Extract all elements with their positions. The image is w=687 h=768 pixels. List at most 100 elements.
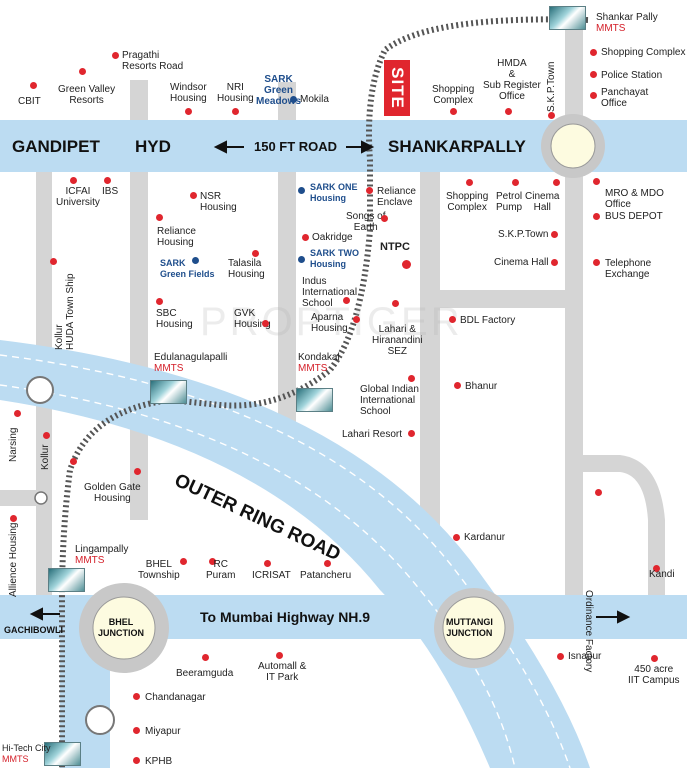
marker-kollur[interactable] bbox=[43, 432, 50, 439]
marker-reliance-housing[interactable] bbox=[156, 214, 163, 221]
place-automall: Automall &IT Park bbox=[258, 661, 307, 683]
marker-shopping-complex-n[interactable] bbox=[450, 108, 457, 115]
place-cinema-hall-s: Cinema Hall bbox=[494, 257, 549, 268]
place-alliance: Allience Housing bbox=[8, 522, 19, 598]
place-lahari-resort: Lahari Resort bbox=[342, 429, 403, 440]
marker-nri[interactable] bbox=[232, 108, 239, 115]
marker-bhel-township[interactable] bbox=[180, 558, 187, 565]
place-shopping-complex-ne: Shopping Complex bbox=[601, 47, 686, 58]
marker-sark-one[interactable] bbox=[298, 187, 305, 194]
marker-aparna[interactable] bbox=[353, 316, 360, 323]
place-kollur: Kollur bbox=[40, 444, 51, 470]
marker-bdl[interactable] bbox=[449, 316, 456, 323]
place-isnapur: Isnapur bbox=[568, 651, 602, 662]
marker-patancheru[interactable] bbox=[324, 560, 331, 567]
marker-sark-two[interactable] bbox=[298, 256, 305, 263]
marker-kardanur[interactable] bbox=[453, 534, 460, 541]
marker-ntpc[interactable] bbox=[402, 260, 411, 269]
arrow-west-150ft bbox=[213, 140, 244, 154]
marker-ordinance[interactable] bbox=[595, 489, 602, 496]
marker-cinema-hall-s[interactable] bbox=[551, 259, 558, 266]
marker-mro[interactable] bbox=[593, 178, 600, 185]
marker-automall[interactable] bbox=[276, 652, 283, 659]
marker-panchayat[interactable] bbox=[590, 92, 597, 99]
roundabout-kollur bbox=[26, 376, 54, 404]
marker-indus[interactable] bbox=[343, 297, 350, 304]
marker-skp-town-v[interactable] bbox=[548, 112, 555, 119]
marker-iit[interactable] bbox=[651, 655, 658, 662]
marker-isnapur[interactable] bbox=[557, 653, 564, 660]
marker-talasila[interactable] bbox=[252, 250, 259, 257]
marker-lahari-resort[interactable] bbox=[408, 430, 415, 437]
marker-oakridge[interactable] bbox=[302, 234, 309, 241]
arrow-west-nh9 bbox=[29, 607, 60, 621]
marker-telephone[interactable] bbox=[593, 259, 600, 266]
marker-kollur-south[interactable] bbox=[70, 458, 77, 465]
marker-pragathi[interactable] bbox=[112, 52, 119, 59]
marker-shopping-complex-s[interactable] bbox=[466, 179, 473, 186]
marker-narsing[interactable] bbox=[14, 410, 21, 417]
marker-sark-green-meadows[interactable] bbox=[290, 96, 297, 103]
place-icrisat: ICRISAT bbox=[252, 570, 291, 581]
marker-bus-depot[interactable] bbox=[593, 213, 600, 220]
marker-police-station[interactable] bbox=[590, 71, 597, 78]
marker-bhanur[interactable] bbox=[454, 382, 461, 389]
arrow-east-nh9 bbox=[596, 610, 631, 624]
marker-green-valley[interactable] bbox=[79, 68, 86, 75]
marker-icfai[interactable] bbox=[70, 177, 77, 184]
site-marker[interactable]: SITE bbox=[384, 60, 410, 116]
marker-icrisat[interactable] bbox=[264, 560, 271, 567]
marker-alliance[interactable] bbox=[10, 515, 17, 522]
marker-sbc[interactable] bbox=[156, 298, 163, 305]
marker-petrol-pump[interactable] bbox=[512, 179, 519, 186]
marker-cbit[interactable] bbox=[30, 82, 37, 89]
marker-beeramguda[interactable] bbox=[202, 654, 209, 661]
marker-kollur-huda[interactable] bbox=[50, 258, 57, 265]
road-orr bbox=[0, 340, 590, 768]
marker-hmda[interactable] bbox=[505, 108, 512, 115]
road-label-shankarpally: SHANKARPALLY bbox=[388, 137, 526, 156]
road-site bbox=[420, 172, 440, 562]
place-ntpc: NTPC bbox=[380, 241, 410, 253]
marker-windsor[interactable] bbox=[185, 108, 192, 115]
marker-lahari-hiranandini[interactable] bbox=[392, 300, 399, 307]
road-bdl bbox=[440, 290, 565, 308]
marker-golden-gate[interactable] bbox=[134, 468, 141, 475]
arrow-east-150ft bbox=[346, 140, 375, 154]
marker-rc-puram[interactable] bbox=[209, 558, 216, 565]
marker-ibs[interactable] bbox=[104, 177, 111, 184]
marker-gvk[interactable] bbox=[262, 320, 269, 327]
marker-sark-green-fields[interactable] bbox=[192, 257, 199, 264]
marker-skp-town[interactable] bbox=[551, 231, 558, 238]
marker-cinema-hall-n[interactable] bbox=[553, 179, 560, 186]
place-skp-town-v: S.K.P.Town bbox=[546, 61, 557, 112]
place-oakridge: Oakridge bbox=[312, 232, 353, 243]
marker-global-indian[interactable] bbox=[408, 375, 415, 382]
marker-reliance-enclave[interactable] bbox=[366, 187, 373, 194]
marker-kandi[interactable] bbox=[653, 565, 660, 572]
marker-chandanagar[interactable] bbox=[133, 693, 140, 700]
marker-miyapur[interactable] bbox=[133, 727, 140, 734]
marker-kphb[interactable] bbox=[133, 757, 140, 764]
place-kphb: KPHB bbox=[145, 756, 173, 767]
marker-nsr[interactable] bbox=[190, 192, 197, 199]
marker-shopping-complex-ne[interactable] bbox=[590, 49, 597, 56]
marker-songs-of-earth[interactable] bbox=[381, 215, 388, 222]
